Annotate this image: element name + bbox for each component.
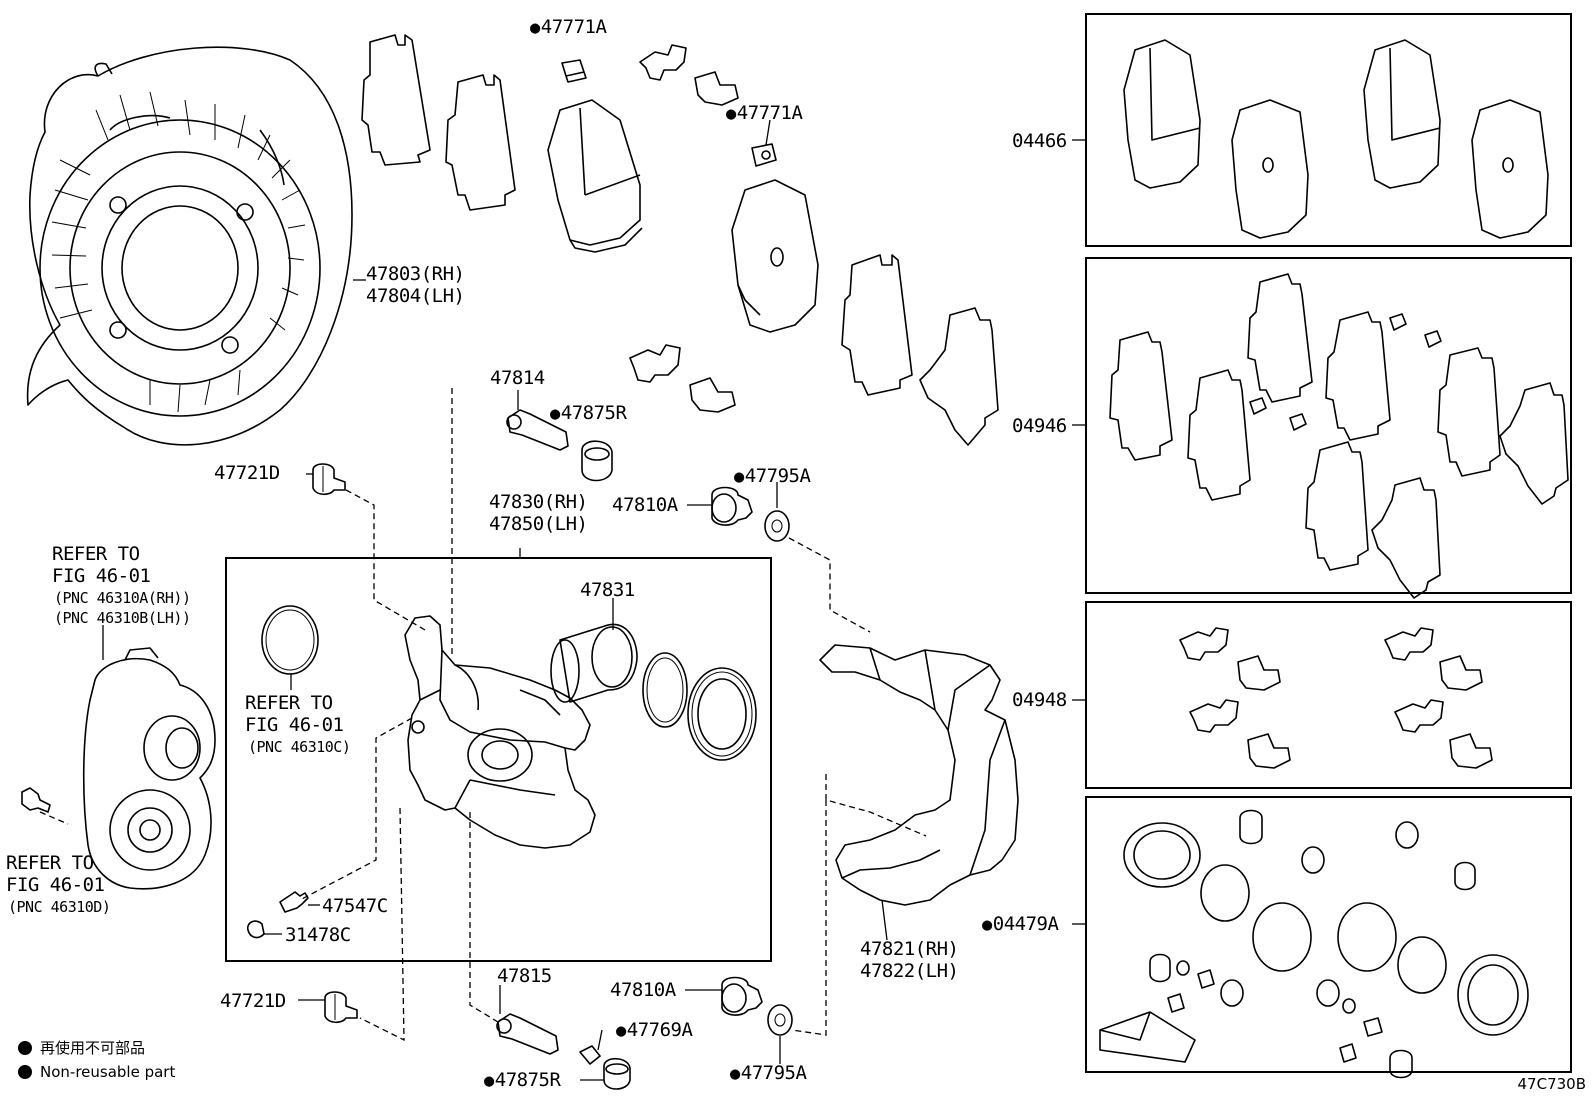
boot-47875r-bottom-part: [603, 1057, 631, 1090]
label-47803-rh[interactable]: 47803(RH): [366, 263, 465, 285]
legend-bullet-icon: [18, 1041, 32, 1055]
kit-box-04479a: [1085, 796, 1572, 1073]
shim-parts-top: [361, 34, 516, 211]
label-47810a-top[interactable]: 47810A: [612, 494, 678, 516]
label-47822-lh[interactable]: 47822(LH): [860, 960, 959, 982]
label-47804-lh[interactable]: 47804(LH): [366, 285, 465, 307]
legend-bullet-icon: [18, 1065, 32, 1079]
kit-04946-parts: [1109, 273, 1569, 599]
label-kit-04466[interactable]: 04466: [1012, 130, 1067, 152]
label-47795a-bottom[interactable]: 47795A: [730, 1062, 807, 1084]
label-kit-04946[interactable]: 04946: [1012, 415, 1067, 437]
bolt-47721d-bottom-part: [324, 991, 358, 1024]
label-refer-top-pnc-rh: (PNC 46310A(RH)): [54, 589, 191, 607]
parking-brake-motor-part: [82, 647, 216, 890]
label-47769a-text: 47769A: [626, 1019, 693, 1041]
legend-ja: 再使用不可部品: [18, 1037, 145, 1058]
boot-47875r-top-part: [581, 440, 613, 482]
label-47850-lh[interactable]: 47850(LH): [489, 513, 588, 535]
label-refer-mid-pnc: (PNC 46310C): [248, 738, 351, 756]
label-47721d-top[interactable]: 47721D: [214, 462, 280, 484]
bolt-47810a-top-part: [711, 486, 753, 526]
label-47875r-bottom[interactable]: 47875R: [484, 1069, 561, 1091]
caliper-assembly-box: [225, 557, 772, 962]
label-47815[interactable]: 47815: [497, 965, 552, 987]
leader-lines: [102, 119, 1086, 1081]
label-31478c[interactable]: 31478C: [285, 924, 351, 946]
kit-04479a-parts: [1099, 809, 1529, 1079]
cap-31478c-part: [246, 920, 265, 939]
label-47875r-top[interactable]: 47875R: [550, 402, 627, 424]
diagram-code: 47C730B: [1517, 1075, 1586, 1093]
guide-pin-47814-part: [506, 409, 569, 451]
bolt-refer-left-part: [21, 787, 51, 813]
clip-47771a-mid-part: [751, 143, 777, 167]
label-refer-mid-1[interactable]: REFER TO: [245, 692, 333, 714]
label-kit-04479a[interactable]: 04479A: [982, 913, 1059, 935]
label-47795a-top[interactable]: 47795A: [734, 465, 811, 487]
washer-47795a-top-part: [764, 510, 790, 542]
pad-support-clips-top: [639, 44, 739, 106]
piston-47831-part: [550, 623, 638, 703]
label-47795a-top-text: 47795A: [744, 465, 811, 487]
label-47831[interactable]: 47831: [580, 579, 635, 601]
legend-ja-text: 再使用不可部品: [40, 1039, 146, 1057]
label-47721d-bottom[interactable]: 47721D: [220, 990, 286, 1012]
assembly-dashed-lines: [39, 388, 927, 1042]
guide-pin-47815-part: [496, 1013, 559, 1055]
label-47769a[interactable]: 47769A: [616, 1019, 693, 1041]
bolt-47810a-bottom-part: [721, 976, 763, 1016]
label-refer-left-1[interactable]: REFER TO: [6, 852, 94, 874]
caliper-mounting-part: [819, 644, 1019, 906]
label-refer-mid-2[interactable]: FIG 46-01: [245, 714, 344, 736]
kit-box-04948: [1085, 601, 1572, 789]
label-47771a-mid[interactable]: 47771A: [726, 102, 803, 124]
kit-04948-parts: [1179, 627, 1493, 769]
label-47771a-mid-text: 47771A: [736, 102, 803, 124]
label-refer-top-1[interactable]: REFER TO: [52, 543, 140, 565]
label-refer-top-2[interactable]: FIG 46-01: [52, 565, 151, 587]
bolt-47721d-top-part: [312, 463, 346, 496]
label-47771a-top[interactable]: 47771A: [530, 16, 607, 38]
seal-ring-refer: [261, 605, 319, 675]
label-kit-04948[interactable]: 04948: [1012, 689, 1067, 711]
shim-parts-right: [841, 254, 999, 446]
kit-04466-parts: [1123, 39, 1549, 239]
label-47810a-bottom[interactable]: 47810A: [610, 979, 676, 1001]
label-47814[interactable]: 47814: [490, 367, 545, 389]
label-47795a-bottom-text: 47795A: [740, 1062, 807, 1084]
brake-pad-right: [731, 179, 819, 333]
label-47830-rh[interactable]: 47830(RH): [489, 491, 588, 513]
label-47771a-top-text: 47771A: [540, 16, 607, 38]
label-47875r-top-text: 47875R: [560, 402, 627, 424]
pad-support-clips-mid: [629, 344, 736, 413]
legend-en-text: Non-reusable part: [40, 1063, 176, 1081]
label-refer-top-pnc-lh: (PNC 46310B(LH)): [54, 609, 191, 627]
clip-47771a-top-part: [561, 59, 587, 83]
washer-47795a-bottom-part: [767, 1004, 793, 1036]
dust-shield-part: [26, 46, 353, 446]
legend-en: Non-reusable part: [18, 1063, 175, 1081]
caliper-body-part: [404, 615, 596, 849]
cylinder-boot-part: [687, 667, 757, 761]
label-47875r-bottom-text: 47875R: [494, 1069, 561, 1091]
label-47547c[interactable]: 47547C: [322, 895, 388, 917]
label-refer-left-2[interactable]: FIG 46-01: [6, 874, 105, 896]
label-47821-rh[interactable]: 47821(RH): [860, 938, 959, 960]
piston-seal-part: [642, 652, 688, 728]
bleeder-47547c-part: [279, 891, 309, 913]
label-refer-left-pnc: (PNC 46310D): [8, 898, 111, 916]
label-kit-04479a-text: 04479A: [992, 913, 1059, 935]
brake-pad-center: [547, 99, 643, 253]
clip-47769a-part: [579, 1045, 601, 1065]
kit-box-04466: [1085, 13, 1572, 247]
